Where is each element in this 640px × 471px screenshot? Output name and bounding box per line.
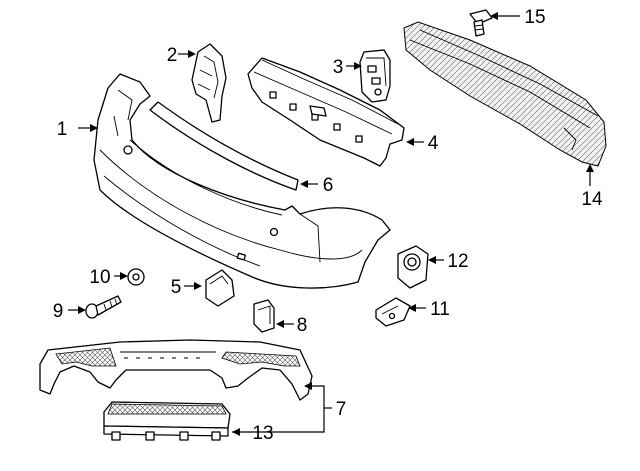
callout-11: 11: [430, 299, 450, 320]
callout-8: 8: [297, 315, 308, 336]
callout-2: 2: [167, 45, 178, 66]
callout-7: 7: [336, 399, 347, 420]
callout-labels: 1 2 3 4 5 6 7 8 9 10 11 12 13 14 15: [53, 7, 603, 444]
callout-12: 12: [447, 251, 468, 272]
callout-5: 5: [171, 277, 182, 298]
side-bracket-part-2: [191, 43, 227, 123]
callout-3: 3: [333, 57, 344, 78]
callout-4: 4: [428, 133, 439, 154]
callout-14: 14: [581, 189, 603, 210]
clip-bracket-part-8: [253, 299, 275, 333]
energy-absorber-part-4: [247, 57, 405, 167]
callout-13: 13: [252, 423, 273, 444]
bumper-cover-part-1: [93, 73, 391, 289]
mount-bracket-part-3: [359, 49, 391, 103]
sensor-part-12: [397, 245, 429, 289]
bolt-part-15: [469, 9, 493, 37]
callout-1: 1: [57, 119, 68, 140]
diffuser-part-7: [39, 339, 313, 401]
reflector-strip-part-6: [149, 101, 299, 191]
callout-10: 10: [89, 267, 110, 288]
leader-lines: [68, 12, 594, 436]
screw-part-9: [85, 295, 122, 319]
grille-insert-part-13: [103, 401, 231, 441]
callout-9: 9: [53, 301, 64, 322]
callout-15: 15: [524, 7, 545, 28]
sensor-bracket-part-11: [375, 297, 411, 327]
cap-part-5: [205, 269, 235, 307]
reinforcement-beam-part-14: [403, 21, 607, 167]
callout-6: 6: [323, 175, 334, 196]
clip-part-10: [127, 268, 145, 286]
